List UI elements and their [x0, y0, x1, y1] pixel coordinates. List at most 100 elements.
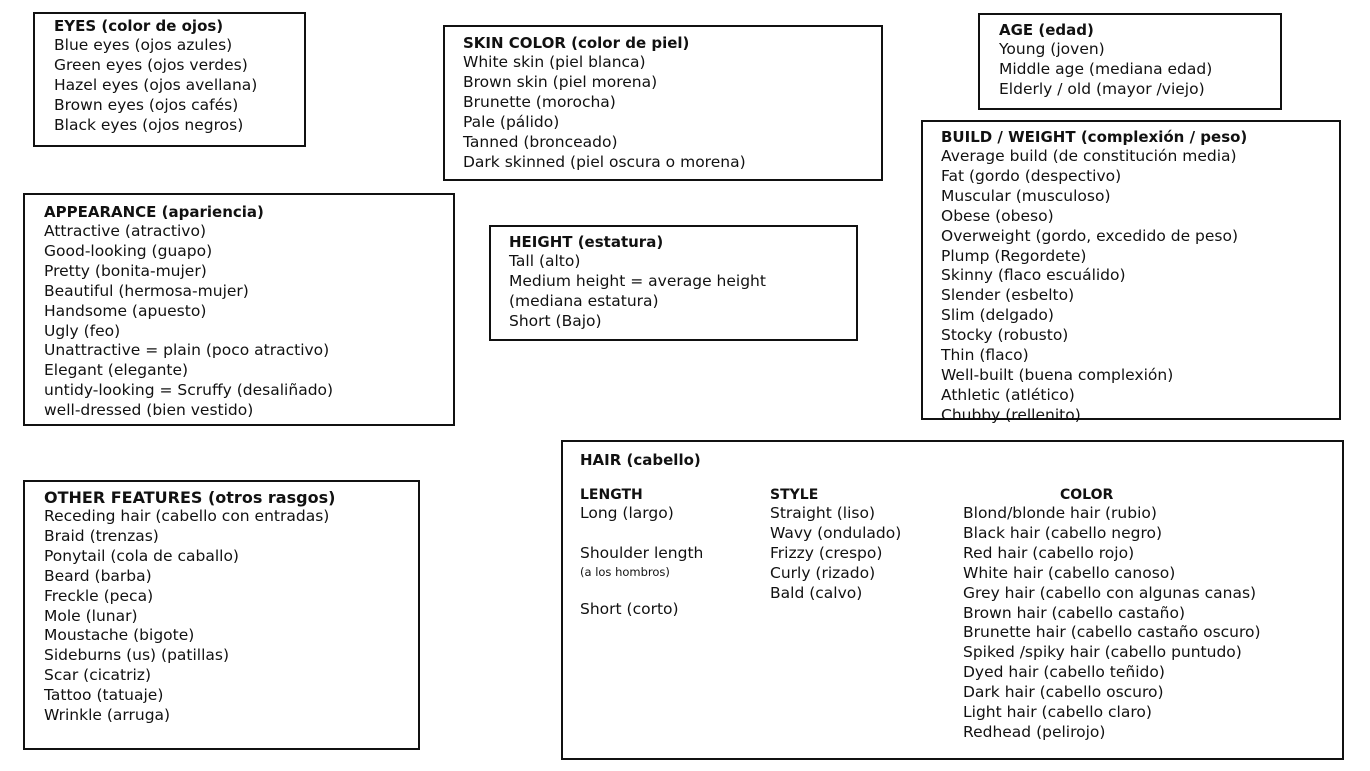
hair-length-heading: LENGTH [580, 487, 643, 503]
list-item: Receding hair (cabello con entradas) [44, 507, 330, 525]
list-item: Middle age (mediana edad) [999, 59, 1213, 78]
age-list: Young (joven) Middle age (mediana edad) … [999, 40, 1280, 100]
list-item: Straight (liso) [770, 504, 876, 522]
list-item: Fat (gordo (despectivo) [941, 166, 1122, 185]
appearance-title: APPEARANCE (apariencia) [44, 203, 264, 221]
list-item: Brown eyes (ojos cafés) [54, 95, 239, 114]
height-list: Tall (alto) Medium height = average heig… [509, 252, 856, 332]
list-item: Wavy (ondulado) [770, 523, 902, 542]
list-item: well-dressed (bien vestido) [44, 401, 254, 420]
list-item: Muscular (musculoso) [941, 186, 1111, 205]
list-item: Blond/blonde hair (rubio) [963, 504, 1157, 522]
hair-color-heading: COLOR [1060, 487, 1114, 503]
list-item: Green eyes (ojos verdes) [54, 55, 248, 74]
hair-color-list: Blond/blonde hair (rubio) Black hair (ca… [963, 504, 1261, 743]
list-item: Braid (trenzas) [44, 526, 159, 545]
list-item: Attractive (atractivo) [44, 222, 207, 240]
age-box: AGE (edad) Young (joven) Middle age (med… [978, 13, 1282, 110]
list-item: Black hair (cabello negro) [963, 523, 1163, 542]
list-item: Wrinkle (arruga) [44, 706, 171, 725]
list-item: Ponytail (cola de caballo) [44, 546, 239, 565]
list-item: Hazel eyes (ojos avellana) [54, 75, 258, 94]
list-item: Pale (pálido) [463, 112, 560, 131]
list-item: Spiked /spiky hair (cabello puntudo) [963, 643, 1242, 662]
list-item: Black eyes (ojos negros) [54, 115, 244, 134]
list-item: Unattractive = plain (poco atractivo) [44, 341, 330, 360]
list-item: Sideburns (us) (patillas) [44, 646, 230, 665]
appearance-list: Attractive (atractivo) Good-looking (gua… [44, 222, 453, 421]
list-item: Good-looking (guapo) [44, 241, 213, 260]
list-item: Pretty (bonita-mujer) [44, 261, 207, 280]
list-item: Thin (flaco) [941, 346, 1029, 365]
eyes-box: EYES (color de ojos) Blue eyes (ojos azu… [33, 12, 306, 147]
list-item: Slim (delgado) [941, 306, 1054, 325]
hair-style-list: Straight (liso) Wavy (ondulado) Frizzy (… [770, 504, 901, 604]
list-item: Average build (de constitución media) [941, 147, 1237, 165]
other-features-title: OTHER FEATURES (otros rasgos) [44, 488, 336, 507]
list-item: Beautiful (hermosa-mujer) [44, 281, 249, 300]
list-item: Ugly (feo) [44, 321, 121, 340]
list-item: Brunette (morocha) [463, 92, 616, 111]
appearance-box: APPEARANCE (apariencia) Attractive (atra… [23, 193, 455, 426]
hair-color-column: COLOR Blond/blonde hair (rubio) Black ha… [963, 486, 1261, 743]
list-item: Elderly / old (mayor /viejo) [999, 79, 1205, 98]
hair-title: HAIR (cabello) [580, 451, 701, 469]
list-item: Beard (barba) [44, 566, 152, 585]
list-item: Dark skinned (piel oscura o morena) [463, 152, 746, 171]
list-item: Obese (obeso) [941, 206, 1054, 225]
list-item: Mole (lunar) [44, 606, 138, 625]
list-item: Slender (esbelto) [941, 286, 1075, 305]
eyes-title: EYES (color de ojos) [54, 17, 224, 35]
build-weight-title: BUILD / WEIGHT (complexión / peso) [941, 128, 1248, 146]
list-item: Stocky (robusto) [941, 326, 1069, 345]
height-title: HEIGHT (estatura) [509, 233, 664, 251]
hair-style-column: STYLE Straight (liso) Wavy (ondulado) Fr… [770, 486, 901, 604]
list-item: Freckle (peca) [44, 586, 154, 605]
build-weight-box: BUILD / WEIGHT (complexión / peso) Avera… [921, 120, 1341, 424]
list-item: Tall (alto) [509, 252, 581, 270]
list-item: Redhead (pelirojo) [963, 722, 1106, 741]
skin-color-title: SKIN COLOR (color de piel) [463, 34, 690, 52]
list-item: White hair (cabello canoso) [963, 563, 1176, 582]
list-item: Brunette hair (cabello castaño oscuro) [963, 623, 1261, 642]
list-item: Athletic (atlético) [941, 385, 1075, 404]
list-item: Blue eyes (ojos azules) [54, 36, 233, 54]
list-item: Plump (Regordete) [941, 246, 1087, 265]
list-item: Curly (rizado) [770, 563, 876, 582]
list-item: Short (corto) [580, 599, 679, 618]
list-item: (a los hombros) [580, 564, 670, 579]
list-item: White skin (piel blanca) [463, 53, 646, 71]
list-item: Brown hair (cabello castaño) [963, 603, 1185, 622]
build-weight-list: Average build (de constitución media) Fa… [941, 147, 1339, 426]
list-item: Young (joven) [999, 40, 1105, 58]
list-item: untidy-looking = Scruffy (desaliñado) [44, 381, 334, 400]
list-item: Long (largo) [580, 504, 674, 522]
list-item: Moustache (bigote) [44, 626, 195, 645]
hair-length-column: LENGTH Long (largo) Shoulder length (a l… [580, 486, 703, 620]
skin-color-list: White skin (piel blanca) Brown skin (pie… [463, 53, 881, 172]
skin-color-box: SKIN COLOR (color de piel) White skin (p… [443, 25, 883, 181]
hair-style-heading: STYLE [770, 487, 819, 503]
list-item: Red hair (cabello rojo) [963, 543, 1135, 562]
list-item: Scar (cicatriz) [44, 666, 151, 685]
list-item: Handsome (apuesto) [44, 301, 207, 320]
other-features-box: OTHER FEATURES (otros rasgos) Receding h… [23, 480, 420, 750]
list-item: Overweight (gordo, excedido de peso) [941, 226, 1239, 245]
list-item: (mediana estatura) [509, 291, 659, 310]
eyes-list: Blue eyes (ojos azules) Green eyes (ojos… [54, 36, 304, 136]
list-item: Tanned (bronceado) [463, 132, 618, 151]
height-box: HEIGHT (estatura) Tall (alto) Medium hei… [489, 225, 858, 341]
list-item: Tattoo (tatuaje) [44, 686, 164, 705]
list-item: Chubby (rellenito) [941, 405, 1081, 424]
list-item: Short (Bajo) [509, 311, 602, 330]
list-item: Medium height = average height [509, 271, 766, 290]
hair-box: HAIR (cabello) LENGTH Long (largo) Shoul… [561, 440, 1344, 760]
hair-length-list: Long (largo) Shoulder length (a los homb… [580, 504, 703, 620]
list-item: Well-built (buena complexión) [941, 365, 1174, 384]
list-item: Elegant (elegante) [44, 361, 189, 380]
list-item: Grey hair (cabello con algunas canas) [963, 583, 1257, 602]
list-item: Brown skin (piel morena) [463, 72, 658, 91]
list-item: Skinny (flaco escuálido) [941, 266, 1126, 285]
list-item: Frizzy (crespo) [770, 543, 883, 562]
list-item: Light hair (cabello claro) [963, 703, 1152, 722]
